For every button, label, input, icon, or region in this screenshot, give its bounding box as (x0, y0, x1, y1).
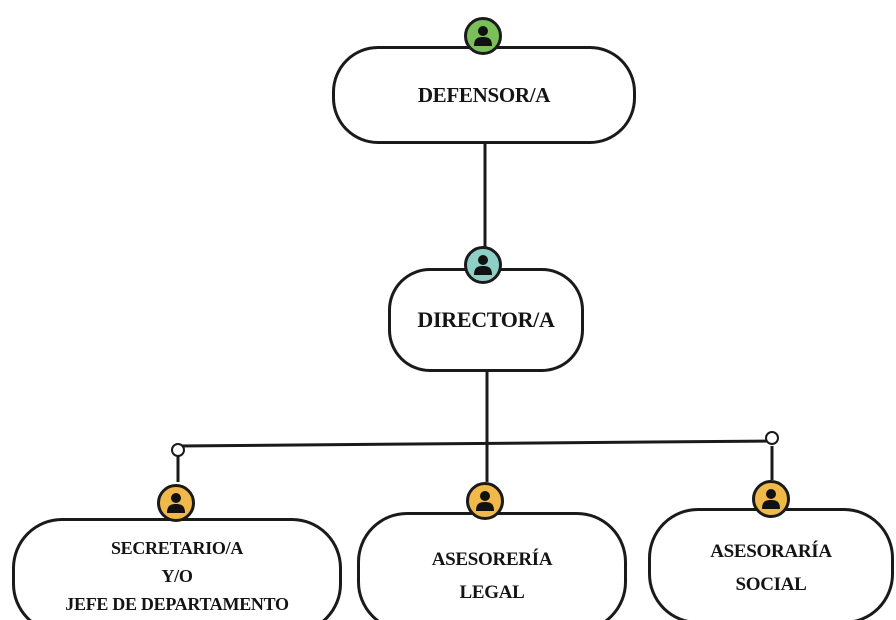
person-icon (474, 255, 492, 275)
badge-asesoria-legal (466, 482, 504, 520)
node-secretario: SECRETARIO/A Y/O JEFE DE DEPARTAMENTO (12, 518, 342, 620)
node-director: DIRECTOR/A (388, 268, 584, 372)
junction-left (171, 443, 185, 457)
person-icon (762, 489, 780, 509)
node-asesoria-legal: ASESORERÍA LEGAL (357, 512, 627, 620)
node-defensor: DEFENSOR/A (332, 46, 636, 144)
node-asesoria-social: ASESORARÍA SOCIAL (648, 508, 894, 620)
junction-right (765, 431, 779, 445)
node-asesoria-social-line-1: ASESORARÍA (710, 541, 832, 562)
badge-director (464, 246, 502, 284)
badge-secretario (157, 484, 195, 522)
badge-asesoria-social (752, 480, 790, 518)
node-defensor-label: DEFENSOR/A (417, 82, 551, 107)
node-secretario-line-2: Y/O (161, 565, 193, 586)
node-secretario-line-1: SECRETARIO/A (110, 538, 244, 558)
node-secretario-line-3: JEFE DE DEPARTAMENTO (65, 593, 289, 614)
connector-horizontal-bar (177, 439, 773, 448)
badge-defensor (464, 17, 502, 55)
node-asesoria-legal-line-2: LEGAL (459, 582, 525, 604)
node-asesoria-social-line-2: SOCIAL (735, 574, 807, 596)
person-icon (167, 493, 185, 513)
person-icon (474, 26, 492, 46)
person-icon (476, 491, 494, 511)
node-director-label: DIRECTOR/A (417, 306, 555, 332)
node-asesoria-legal-line-1: ASESORERÍA (431, 549, 553, 570)
